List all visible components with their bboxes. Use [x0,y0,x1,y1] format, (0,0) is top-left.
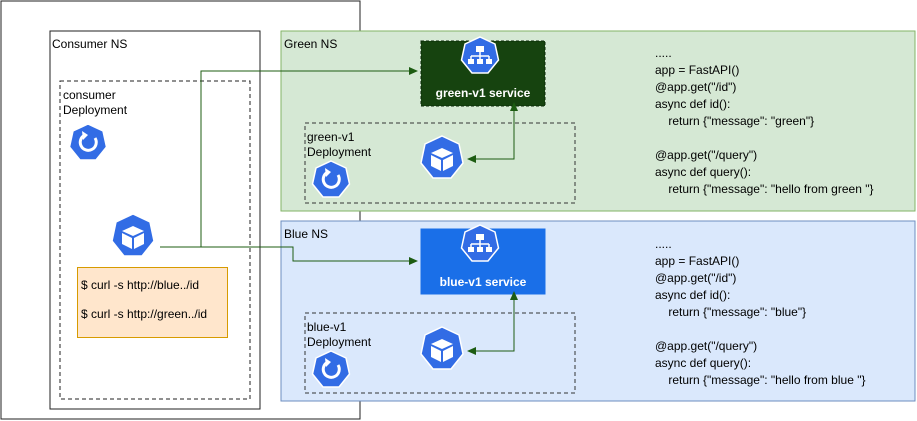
pod-icon [420,326,464,370]
deployment-icon [311,160,351,198]
blue-ns-frame [280,220,916,402]
green-ns-frame [280,30,916,212]
connector-to-blue [160,246,418,265]
consumer-ns-label: Consumer NS [52,37,128,51]
pod-icon [420,135,464,179]
green-deployment-label: green-v1 Deployment [307,130,372,159]
curl-box: $ curl -s http://blue../id $ curl -s htt… [77,267,228,338]
consumer-deployment-frame [59,80,251,400]
deployment-icon [68,123,108,161]
pod-icon [111,213,155,257]
green-code-snippet: ..... app = FastAPI() @app.get("/id") as… [655,46,874,196]
connector-green-svc-pod [467,102,518,163]
consumer-ns-frame [49,30,261,410]
blue-deployment-label: blue-v1 Deployment [307,320,372,349]
blue-code-snippet: ..... app = FastAPI() @app.get("/id") as… [655,237,866,387]
connector-blue-svc-pod [467,291,518,355]
curl-command-blue: $ curl -s http://blue../id [81,278,200,292]
blue-ns-label: Blue NS [284,227,329,241]
green-deployment-frame [304,122,576,204]
service-icon [460,36,500,74]
blue-deployment-frame [304,312,576,394]
deployment-icon [311,350,351,388]
consumer-deployment-label: consumer Deployment [63,88,128,117]
blue-service-label: blue-v1 service [439,275,527,289]
curl-command-green: $ curl -s http://green../id [81,307,208,321]
service-icon [460,224,500,262]
green-service-label: green-v1 service [435,86,531,100]
green-ns-label: Green NS [284,37,338,51]
